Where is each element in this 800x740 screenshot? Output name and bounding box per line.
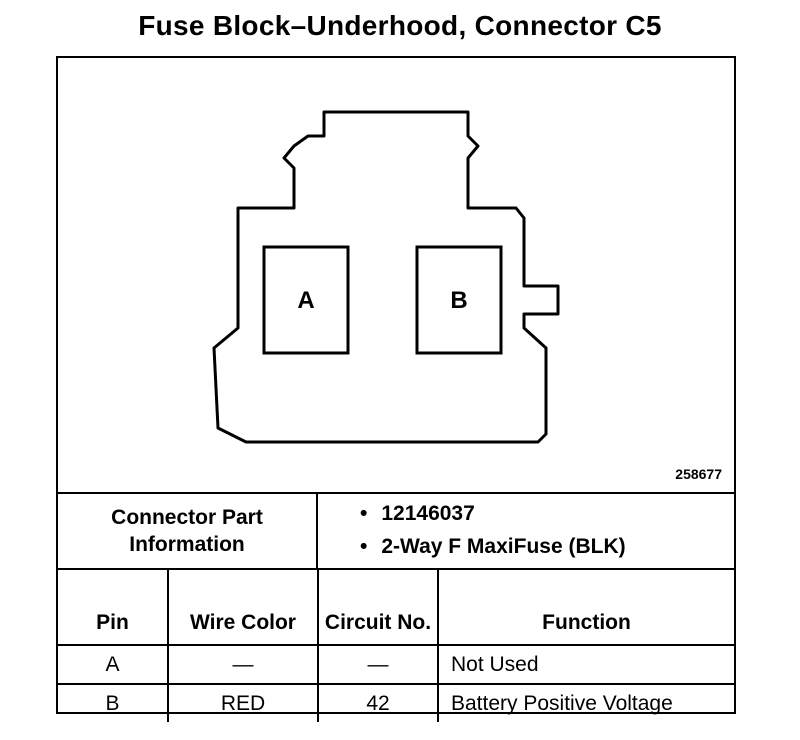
table-row: A — — Not Used: [58, 644, 734, 685]
wire-color-cell: —: [167, 644, 319, 685]
connector-part-info-row: Connector Part Information 12146037 2-Wa…: [58, 494, 734, 570]
connector-part-info-list: 12146037 2-Way F MaxiFuse (BLK): [320, 494, 734, 568]
header-function: Function: [437, 570, 734, 646]
table-row: B RED 42 Battery Positive Voltage: [58, 683, 734, 722]
circuit-no-cell: 42: [317, 683, 439, 722]
part-description: 2-Way F MaxiFuse (BLK): [360, 535, 625, 559]
wire-color-cell: RED: [167, 683, 319, 722]
header-wire-color: Wire Color: [167, 570, 319, 646]
cavity-a-box: [262, 245, 350, 355]
connector-diagram: A B 258677: [58, 58, 734, 494]
pin-cell: B: [58, 683, 169, 722]
cavity-b-box: [415, 245, 503, 355]
connector-housing-outline: [212, 110, 560, 444]
cavity-b-label: B: [450, 287, 467, 314]
circuit-no-cell: —: [317, 644, 439, 685]
function-cell: Battery Positive Voltage: [437, 683, 734, 722]
cavity-a-label: A: [297, 287, 314, 314]
connector-sheet: A B 258677 Connector Part Information 12…: [56, 56, 736, 722]
page-title: Fuse Block–Underhood, Connector C5: [138, 10, 662, 41]
pin-table-header: Pin Wire Color Circuit No. Function: [58, 570, 734, 646]
header-circuit-no: Circuit No.: [317, 570, 439, 646]
function-cell: Not Used: [437, 644, 734, 685]
connector-face-drawing: A B: [212, 110, 560, 444]
pin-table: Pin Wire Color Circuit No. Function A — …: [58, 570, 734, 722]
part-number: 12146037: [360, 502, 474, 526]
figure-number: 258677: [675, 466, 722, 482]
connector-part-info-label: Connector Part Information: [58, 494, 318, 568]
pin-cell: A: [58, 644, 169, 685]
header-pin: Pin: [58, 570, 169, 646]
